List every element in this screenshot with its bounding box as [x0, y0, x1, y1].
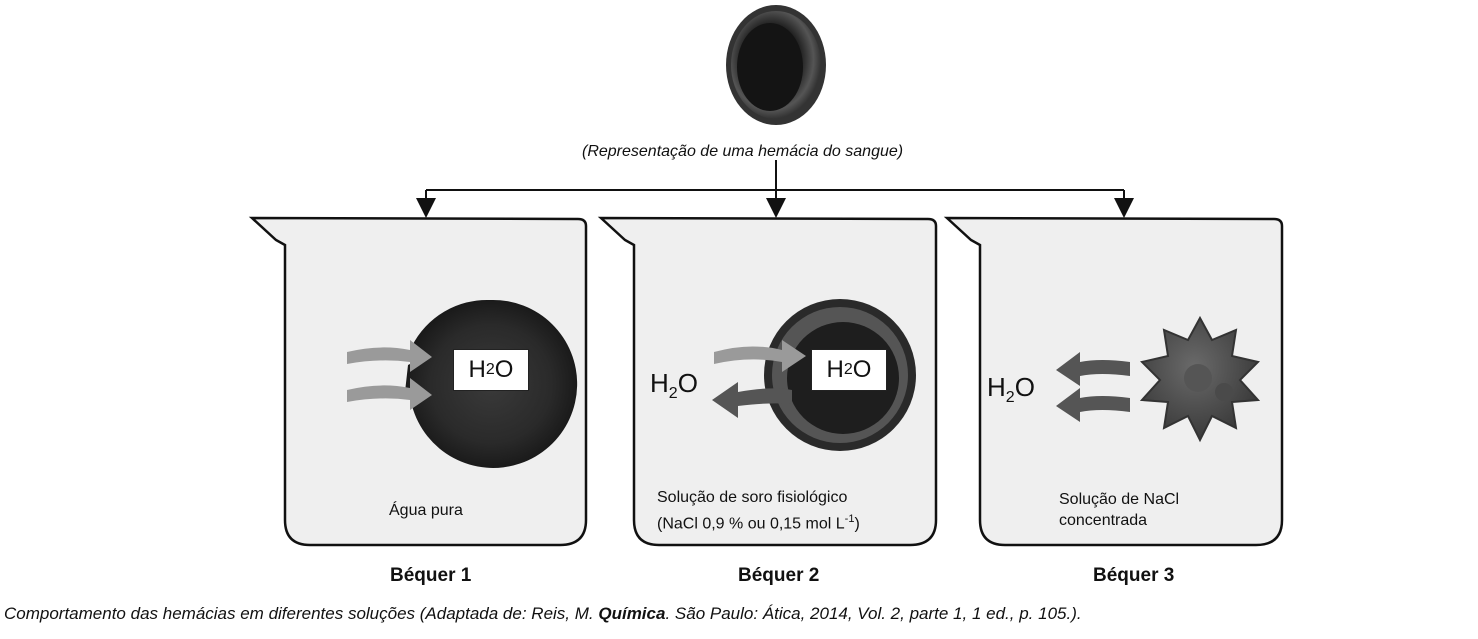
solution-label-2-line1: Solução de soro fisiológico	[657, 489, 848, 506]
h2o-o: O	[494, 356, 514, 383]
h2o-sub: 2	[1005, 389, 1015, 406]
connector-lines	[416, 160, 1134, 218]
solution-label-3-line2: concentrada	[1059, 512, 1148, 529]
water-in-arrows-1	[347, 340, 432, 410]
figure-caption: Comportamento das hemácias em diferentes…	[4, 604, 1082, 624]
h2o-sub: 2	[668, 385, 678, 402]
beaker-1-title: Béquer 1	[390, 565, 472, 586]
solution-2-text: (NaCl 0,9 % ou 0,15 mol L	[657, 515, 845, 533]
solution-2-exponent: -1	[844, 513, 855, 525]
h2o-outside-2: H2O	[650, 368, 698, 403]
h2o-outside-3: H2O	[987, 372, 1035, 407]
caption-suffix: . São Paulo: Ática, 2014, Vol. 2, parte …	[665, 604, 1082, 623]
h2o-o: O	[1014, 372, 1035, 402]
beaker-3	[943, 216, 1284, 547]
h2o-sub: 2	[843, 361, 853, 378]
beaker-2-title: Béquer 2	[738, 565, 820, 586]
caption-bold: Química	[598, 604, 666, 623]
top-label: (Representação de uma hemácia do sangue)	[582, 143, 904, 160]
h2o-h: H	[468, 356, 486, 383]
solution-label-3-line1: Solução de NaCl	[1059, 491, 1180, 508]
shrunken-cell	[1139, 315, 1261, 443]
h2o-o: O	[677, 368, 698, 398]
h2o-h: H	[826, 356, 844, 383]
h2o-h: H	[987, 372, 1006, 402]
water-out-arrows-3	[1056, 352, 1130, 422]
h2o-sub: 2	[485, 361, 495, 378]
h2o-o: O	[852, 356, 872, 383]
beaker-3-title: Béquer 3	[1093, 565, 1175, 586]
caption-prefix: Comportamento das hemácias em diferentes…	[4, 604, 599, 623]
solution-label-2-line2: (NaCl 0,9 % ou 0,15 mol L-1)	[657, 509, 860, 534]
exchange-arrows-2	[712, 340, 806, 418]
solution-label-1: Água pura	[389, 502, 463, 519]
top-red-blood-cell	[726, 5, 826, 125]
solution-2-close: )	[854, 515, 860, 533]
h2o-h: H	[650, 368, 669, 398]
